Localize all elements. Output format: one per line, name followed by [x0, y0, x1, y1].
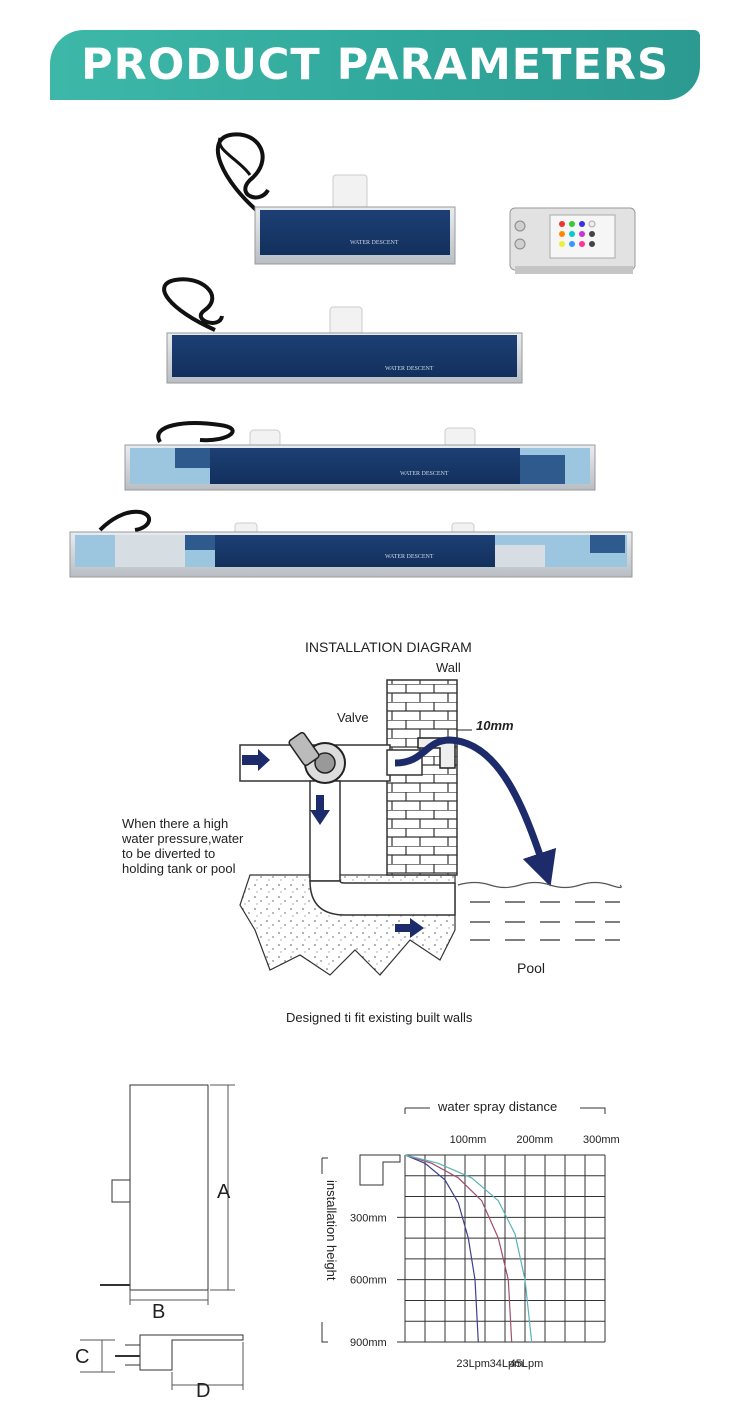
- remote-controller-photo: [509, 207, 636, 274]
- product-label-3: WATER DESCENT: [400, 471, 449, 477]
- y-tick-label: 600mm: [350, 1275, 387, 1287]
- wall-label: Wall: [436, 660, 461, 675]
- product-label-2: WATER DESCENT: [385, 366, 434, 372]
- installation-diagram: INSTALLATION DIAGRAM Wall Valve 10mm Poo…: [121, 639, 622, 1025]
- valve-label: Valve: [337, 710, 369, 725]
- dimension-drawing: A B C D: [75, 1084, 244, 1400]
- svg-text:to be diverted to: to be diverted to: [122, 846, 215, 861]
- pressure-note: When there a high water pressure,water t…: [121, 816, 244, 876]
- title-banner: PRODUCT PARAMETERS: [50, 30, 700, 100]
- svg-text:water pressure,water: water pressure,water: [121, 831, 244, 846]
- dimension-d: D: [196, 1380, 210, 1400]
- series-curve: [404, 1154, 533, 1343]
- series-label: 45Lpm: [510, 1358, 544, 1370]
- x-tick-label: 300mm: [583, 1134, 620, 1146]
- product-photo-3: WATER DESCENT: [124, 421, 596, 491]
- y-tick-label: 300mm: [350, 1212, 387, 1224]
- series-label: 23Lpm: [456, 1358, 490, 1370]
- product-label-4: WATER DESCENT: [385, 554, 434, 560]
- pool: [457, 881, 622, 941]
- product-label-1: WATER DESCENT: [350, 240, 399, 246]
- nozzle-symbol: [359, 1154, 401, 1186]
- dimension-b: B: [152, 1301, 165, 1323]
- gap-label: 10mm: [476, 718, 514, 733]
- pool-label: Pool: [517, 960, 545, 976]
- chart-ticks: 100mm 200mm 300mm 300mm 600mm 900mm: [350, 1134, 620, 1349]
- product-photos: WATER DESCENT WATER DESCENT: [69, 132, 636, 578]
- chart-title: water spray distance: [437, 1099, 557, 1114]
- water-flow: [394, 736, 557, 887]
- x-tick-label: 200mm: [516, 1134, 553, 1146]
- valve: [288, 731, 346, 784]
- x-tick-label: 100mm: [450, 1134, 487, 1146]
- svg-text:holding tank or pool: holding tank or pool: [122, 861, 236, 876]
- chart-ylabel: installation height: [324, 1180, 339, 1281]
- product-front-view: [129, 1084, 209, 1291]
- installation-caption: Designed ti fit existing built walls: [286, 1010, 473, 1025]
- inlet-port: [111, 1179, 131, 1203]
- product-photo-1: WATER DESCENT: [215, 132, 456, 265]
- dimension-a: A: [217, 1181, 231, 1203]
- y-tick-label: 900mm: [350, 1337, 387, 1349]
- svg-text:When there a high: When there a high: [122, 816, 228, 831]
- product-photo-2: WATER DESCENT: [162, 277, 523, 384]
- installation-title: INSTALLATION DIAGRAM: [305, 639, 472, 655]
- brick-wall: [386, 679, 458, 876]
- remote-buttons: [559, 220, 596, 247]
- chart-grid: [404, 1154, 606, 1343]
- series-label: 34Lpm: [490, 1358, 524, 1370]
- product-photo-4: WATER DESCENT: [69, 509, 633, 578]
- banner-title: PRODUCT PARAMETERS: [81, 40, 669, 90]
- dimension-c: C: [75, 1346, 89, 1368]
- series-curve: [404, 1154, 513, 1343]
- flow-arrows: [242, 749, 424, 938]
- series-curve: [404, 1154, 479, 1343]
- product-side-view: [139, 1334, 244, 1371]
